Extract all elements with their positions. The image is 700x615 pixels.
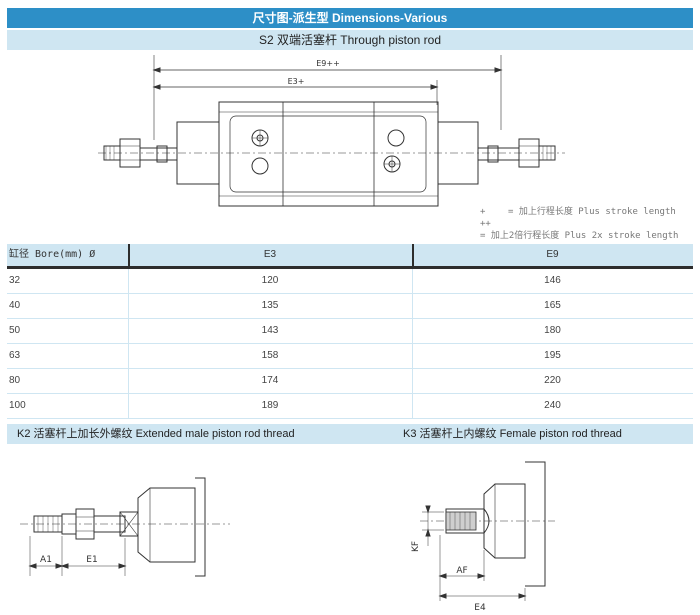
k3-female-thread-drawing: KF AF E4 <box>411 461 555 613</box>
variants-bar: K2 活塞杆上加长外螺纹 Extended male piston rod th… <box>7 424 693 444</box>
k2-title: K2 活塞杆上加长外螺纹 Extended male piston rod th… <box>17 428 295 440</box>
k2-male-thread-drawing: A1 E1 <box>20 477 230 577</box>
kf-label: KF <box>411 541 421 552</box>
e1-label: E1 <box>86 555 97 565</box>
e9-dim-label: E9++ <box>316 59 340 68</box>
col-header-e9: E9 <box>546 249 559 260</box>
legend-row: += 加上行程长度 Plus stroke length <box>480 207 676 217</box>
table-header: 缸径 Bore(mm) Ø E3 E9 <box>7 244 693 269</box>
a1-label: A1 <box>40 555 52 565</box>
legend-row: ++= 加上2倍行程长度 Plus 2x stroke length <box>480 219 679 241</box>
col-header-e3: E3 <box>263 249 277 260</box>
col-header-bore: 缸径 Bore(mm) Ø <box>9 249 96 260</box>
legend: += 加上行程长度 Plus stroke length ++= 加上2倍行程长… <box>480 206 700 242</box>
k3-title: K3 活塞杆上内螺纹 Female piston rod thread <box>403 428 622 440</box>
af-label: AF <box>456 566 467 576</box>
e3-dim-label: E3+ <box>288 77 305 86</box>
section-title: 尺寸图-派生型 Dimensions-Various <box>7 8 693 28</box>
through-piston-rod-drawing: E9++ E3+ <box>98 55 565 207</box>
e4-label: E4 <box>474 603 486 613</box>
section-subtitle: S2 双端活塞杆 Through piston rod <box>7 30 693 50</box>
